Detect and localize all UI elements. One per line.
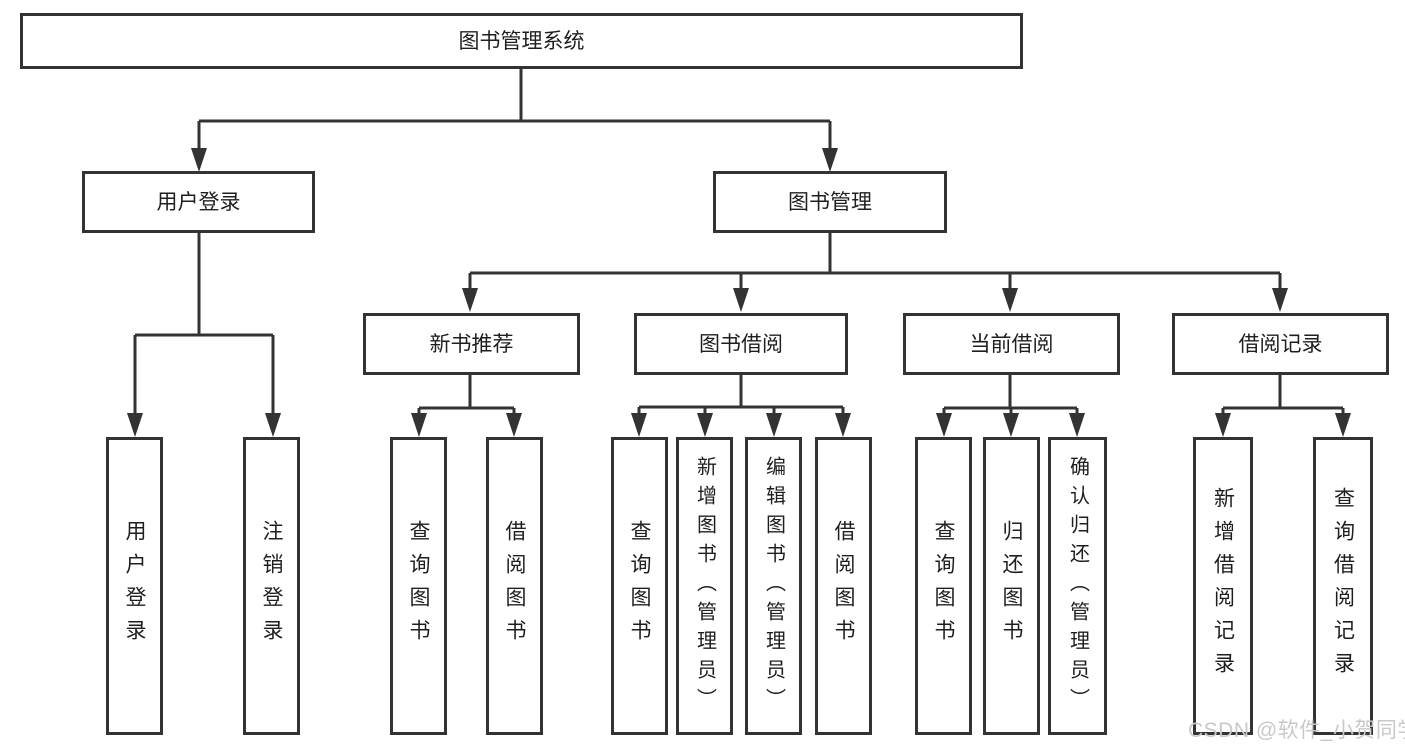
leaf-br-query-record: 查询借阅记录	[1313, 437, 1373, 735]
leaf-br-add-record: 新增借阅记录	[1193, 437, 1253, 735]
node-new-book-recommend: 新书推荐	[363, 313, 580, 375]
node-borrow-records: 借阅记录	[1172, 313, 1389, 375]
leaf-bb-edit-book-admin: 编辑图书（管理员）	[745, 437, 802, 735]
leaf-rec-borrow-book: 借阅图书	[486, 437, 543, 735]
leaf-cb-confirm-return-admin: 确认归还（管理员）	[1048, 437, 1107, 735]
node-library-management-system: 图书管理系统	[20, 13, 1023, 69]
leaf-bb-add-book-admin: 新增图书（管理员）	[676, 437, 733, 735]
node-current-borrow: 当前借阅	[903, 313, 1120, 375]
node-book-management: 图书管理	[713, 171, 947, 233]
csdn-watermark: CSDN @软件_小贺同学	[1188, 719, 1405, 742]
leaf-cb-query-book: 查询图书	[915, 437, 972, 735]
leaf-user-login: 用户登录	[106, 437, 163, 735]
node-user-login: 用户登录	[82, 171, 315, 233]
node-book-borrow: 图书借阅	[634, 313, 848, 375]
leaf-bb-query-book: 查询图书	[611, 437, 668, 735]
leaf-logout: 注销登录	[243, 437, 300, 735]
leaf-bb-borrow-book: 借阅图书	[815, 437, 872, 735]
leaf-cb-return-book: 归还图书	[983, 437, 1040, 735]
leaf-rec-query-book: 查询图书	[390, 437, 447, 735]
